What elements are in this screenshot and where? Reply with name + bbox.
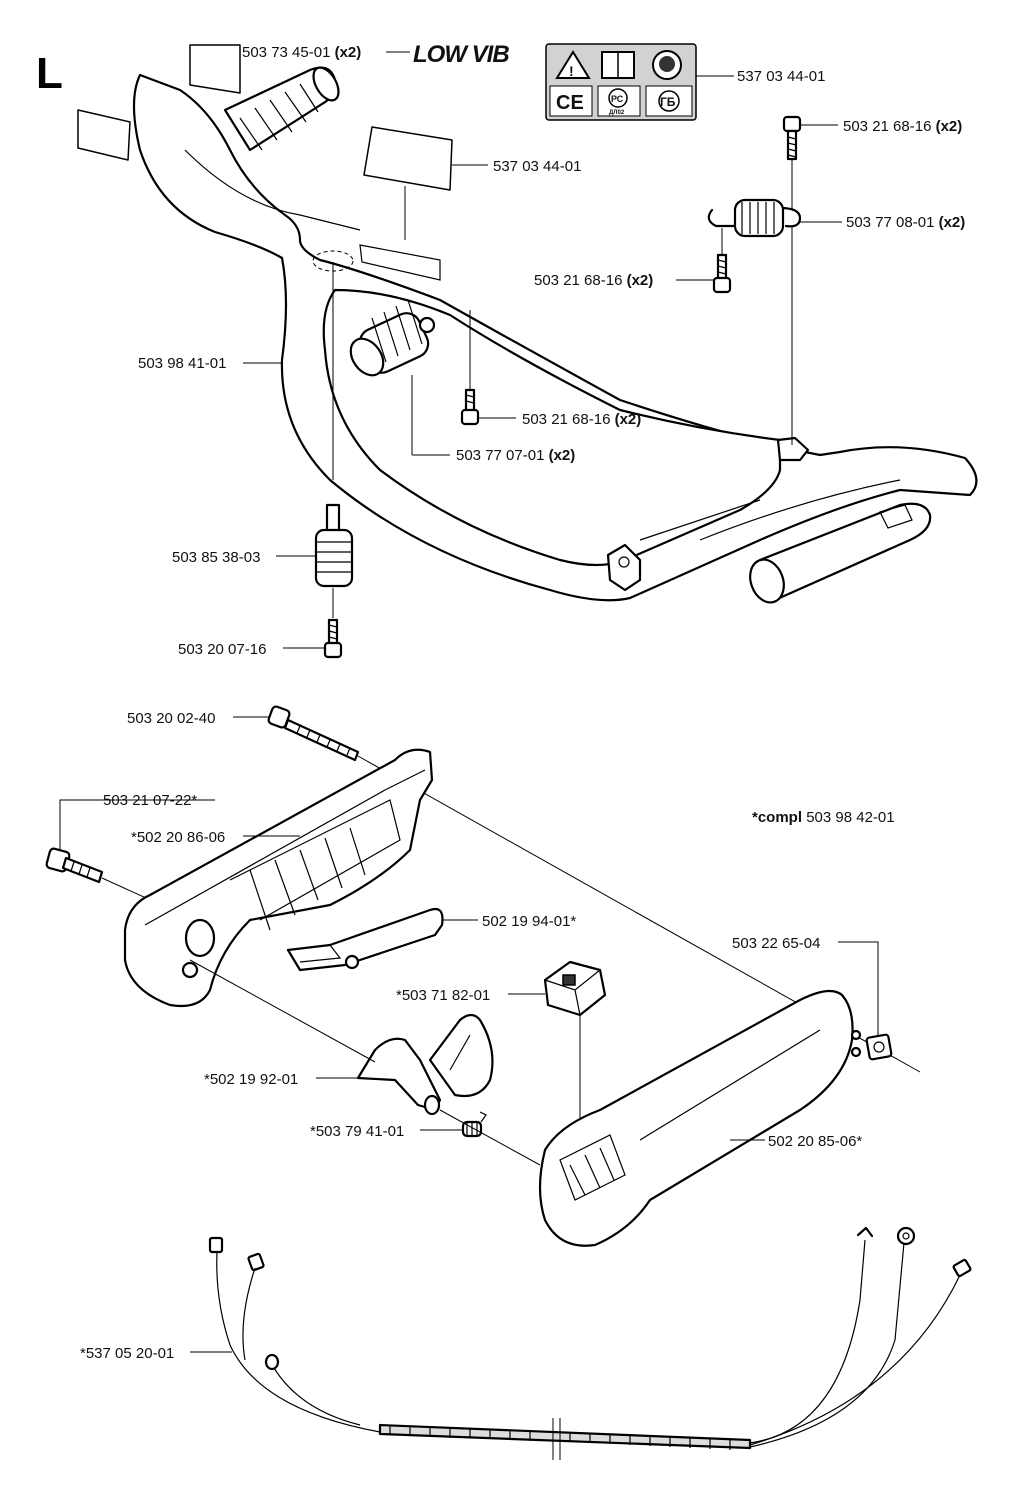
screw-mid-right — [676, 228, 732, 294]
ear-protection-icon — [652, 50, 682, 80]
throttle-trigger — [286, 907, 478, 972]
handle-bar — [132, 73, 978, 602]
label-handle-half-right: 502 20 85-06* — [768, 1133, 862, 1150]
warning-icon: ! — [555, 50, 591, 79]
symbols-decal: ! CE РС ДЛ02 ГБ — [545, 43, 734, 121]
label-screw-rear: 503 21 07-22* — [103, 792, 197, 809]
damper — [276, 262, 354, 618]
label-spring-left: 503 77 07-01 (x2) — [456, 447, 575, 464]
svg-text:!: ! — [569, 63, 574, 79]
pct-mark: РС ДЛ02 — [597, 85, 641, 117]
trigger-spring — [420, 1109, 541, 1166]
section-letter: L — [36, 49, 63, 98]
label-nut: 503 22 65-04 — [732, 935, 820, 952]
wiring-harness — [190, 1226, 972, 1460]
label-screw-center: 503 21 68-16 (x2) — [522, 411, 641, 428]
label-screw-damper: 503 20 07-16 — [178, 641, 266, 658]
blank-decal — [363, 126, 488, 240]
mount-clip — [606, 543, 642, 592]
label-compl: *compl 503 98 42-01 — [752, 809, 895, 826]
throttle-lock — [189, 959, 494, 1116]
label-symbols-decal: 537 03 44-01 — [737, 68, 825, 85]
label-trigger-spring: *503 79 41-01 — [310, 1123, 404, 1140]
rear-tube — [749, 502, 932, 604]
label-decal-lowvib: 503 73 45-01 (x2) — [242, 44, 361, 61]
manual-icon — [601, 51, 635, 79]
label-stop-switch: *503 71 82-01 — [396, 987, 490, 1004]
ce-mark: CE — [549, 85, 593, 117]
label-handle-bar: 503 98 41-01 — [138, 355, 226, 372]
screw-damper — [283, 618, 343, 659]
handle-half-left — [123, 748, 434, 1008]
mount-tab — [776, 436, 810, 462]
label-long-screw: 503 20 02-40 — [127, 710, 215, 727]
long-screw — [233, 705, 921, 1073]
lowvib-logo: LOW VIB — [413, 41, 510, 68]
label-screw-mid-right: 503 21 68-16 (x2) — [534, 272, 653, 289]
front-grip — [223, 66, 340, 152]
label-spring-right: 503 77 08-01 (x2) — [846, 214, 965, 231]
screw-rear — [45, 799, 215, 919]
handle-half-right — [538, 989, 862, 1247]
part-labels: 503 73 45-01 (x2) 537 03 44-01 503 21 68… — [80, 44, 965, 1362]
decal-lowvib — [77, 44, 241, 161]
screw-top — [782, 115, 838, 445]
stop-switch — [508, 960, 607, 1130]
gost-mark: ГБ — [645, 85, 693, 117]
label-throttle-trigger: 502 19 94-01* — [482, 913, 576, 930]
svg-text:CE: CE — [556, 92, 584, 114]
label-handle-half-left: *502 20 86-06 — [131, 829, 225, 846]
spring-left — [349, 299, 450, 456]
svg-text:ГБ: ГБ — [660, 95, 676, 109]
svg-text:РС: РС — [611, 94, 624, 104]
label-wiring-harness: *537 05 20-01 — [80, 1345, 174, 1362]
spring-right — [707, 198, 842, 238]
svg-text:LOW VIB: LOW VIB — [413, 41, 509, 68]
label-screw-top: 503 21 68-16 (x2) — [843, 118, 962, 135]
label-damper: 503 85 38-03 — [172, 549, 260, 566]
screw-center — [460, 310, 516, 426]
svg-text:ДЛ02: ДЛ02 — [609, 110, 625, 116]
label-throttle-lock: *502 19 92-01 — [204, 1071, 298, 1088]
label-blank-decal: 537 03 44-01 — [493, 158, 581, 175]
nut — [838, 941, 893, 1061]
